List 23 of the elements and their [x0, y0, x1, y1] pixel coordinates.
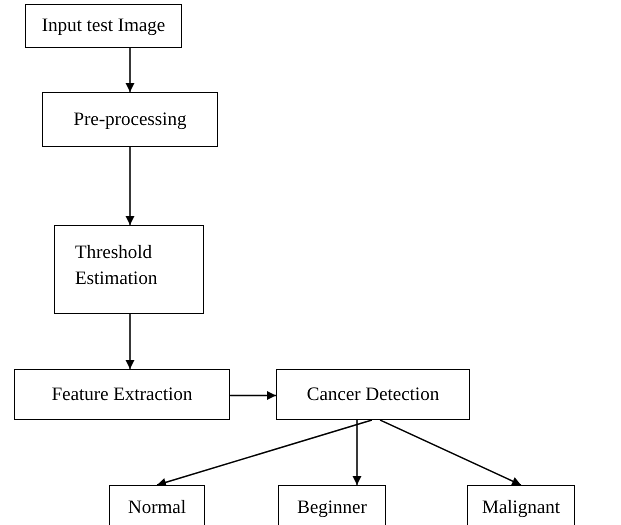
process-box	[54, 225, 204, 314]
arrow	[126, 147, 134, 225]
box-label: Threshold Estimation	[75, 241, 158, 291]
process-box	[25, 4, 182, 48]
arrow	[230, 391, 276, 400]
arrow	[380, 419, 522, 486]
process-box	[276, 369, 470, 420]
process-box	[278, 485, 386, 525]
arrow	[156, 419, 372, 487]
process-box	[109, 485, 205, 525]
box-label: Malignant	[482, 496, 560, 520]
box-label: Cancer Detection	[306, 382, 440, 407]
arrow	[352, 420, 362, 485]
arrow	[126, 48, 134, 92]
process-box	[467, 485, 575, 525]
box-label: Normal	[128, 496, 186, 520]
box-label: Pre-processing	[74, 108, 186, 132]
box-label: Beginner	[297, 496, 367, 520]
box-label: Feature Extraction	[52, 382, 192, 407]
box-label: Input test Image	[42, 14, 166, 38]
arrow	[126, 314, 134, 369]
process-box	[42, 92, 218, 147]
process-box	[14, 369, 230, 420]
